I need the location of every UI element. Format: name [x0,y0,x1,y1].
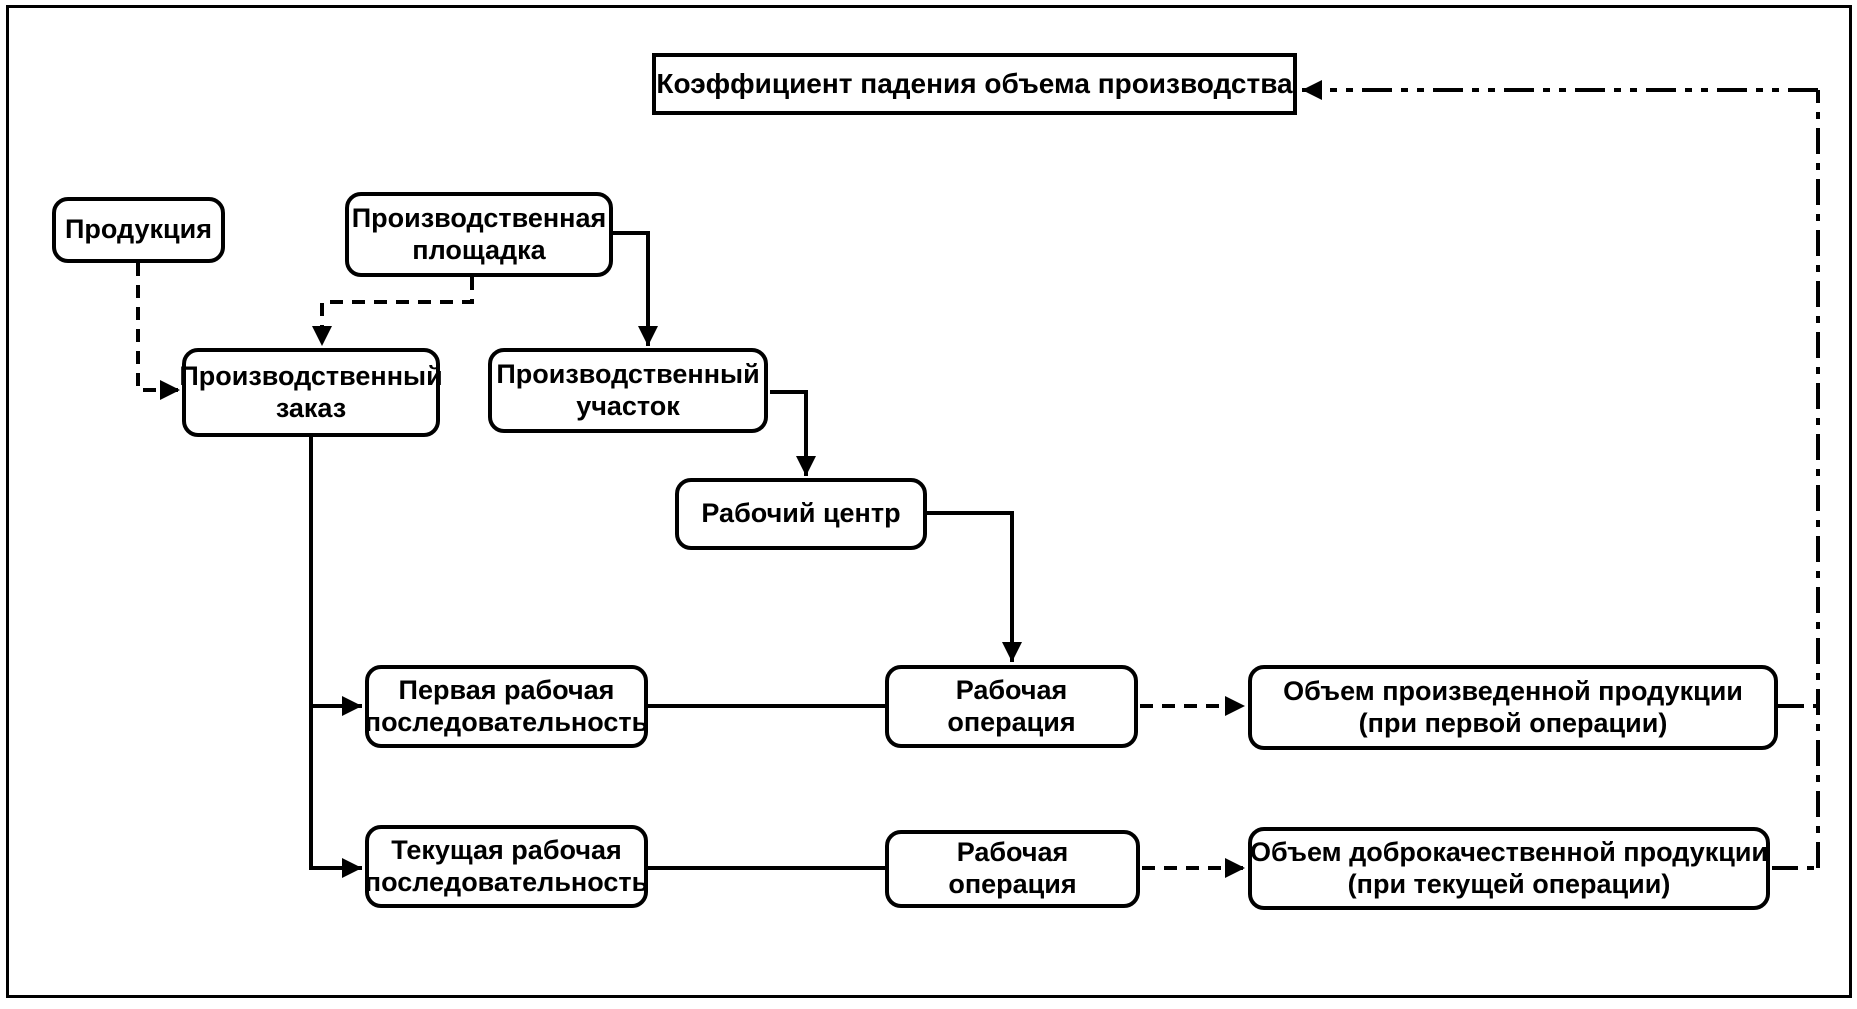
node-label-line: Производственный [179,360,443,391]
node-pervaya-posledovatelnost: Первая рабочая последовательность [365,665,648,748]
node-label-line: Производственный [496,358,760,389]
node-label-line: Текущая рабочая [391,834,622,865]
node-proizvodstvenny-uchastok: Производственный участок [488,348,768,433]
node-label-line: последовательность [364,706,649,737]
node-label-line: Объем доброкачественной продукции [1249,836,1769,867]
node-label-line: участок [576,390,680,421]
node-rabochaya-operaciya-2: Рабочая операция [885,830,1140,908]
node-proizvodstvennaya-ploshchadka: Производственная площадка [345,192,613,277]
node-label-line: операция [948,869,1077,899]
node-label: Рабочий центр [701,498,901,529]
node-rabochaya-operaciya-1: Рабочая операция [885,665,1138,748]
node-label-line: заказ [275,392,347,423]
node-label-line: операция [947,706,1076,737]
node-proizvodstvenny-zakaz: Производственный заказ [179,348,443,437]
node-produkciya: Продукция [52,197,225,263]
node-label-line: Рабочая [955,674,1068,705]
node-label-line: Объем произведенной продукции [1283,675,1743,706]
node-label-line: площадка [412,234,546,265]
node-coefficient-title: Коэффициент падения объема производства [652,53,1297,115]
node-label-line: Рабочая [956,837,1069,868]
node-rabochiy-centr: Рабочий центр [675,478,927,550]
node-label-line: последовательность [364,866,649,897]
node-label-line: (при первой операции) [1358,707,1668,738]
node-label: Коэффициент падения объема производства [656,68,1293,100]
node-label-line: (при текущей операции) [1347,868,1671,899]
node-obem-dobrokachestvennoy-produkcii: Объем доброкачественной продукции (при т… [1248,827,1770,910]
node-label-line: Производственная [351,202,607,233]
node-label-line: Первая рабочая [398,674,615,705]
diagram-frame [6,5,1852,998]
node-label: Продукция [65,214,212,245]
node-tekushchaya-posledovatelnost: Текущая рабочая последовательность [365,825,648,908]
node-obem-proizvedennoy-produkcii: Объем произведенной продукции (при перво… [1248,665,1778,750]
